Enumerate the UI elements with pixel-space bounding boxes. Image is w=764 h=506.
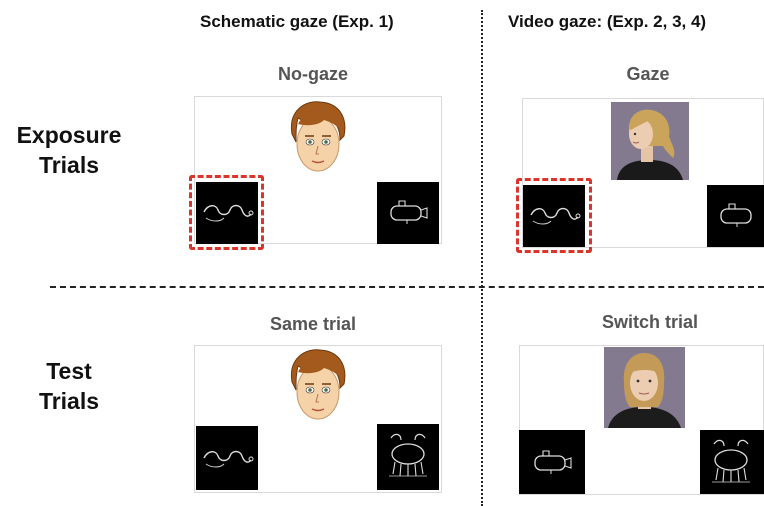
submarine-object-tile <box>377 182 439 244</box>
creature-object-tile <box>377 424 439 490</box>
panel-title-same-trial: Same trial <box>269 314 357 334</box>
submarine-object-tile <box>519 430 585 494</box>
column-header-video: Video gaze: (Exp. 2, 3, 4) <box>508 12 707 31</box>
submarine-object-tile <box>707 185 764 247</box>
cartoon-face-icon <box>286 100 350 178</box>
snake-object-tile <box>523 185 585 247</box>
cartoon-face-icon <box>286 348 350 426</box>
panel-title-gaze: Gaze <box>626 64 670 84</box>
highlight-box-no-gaze <box>189 175 264 250</box>
snake-object-tile <box>196 182 258 244</box>
row-header-exposure-line1: Exposure <box>16 122 122 148</box>
panel-title-switch-trial: Switch trial <box>601 312 699 332</box>
horizontal-separator <box>50 286 764 288</box>
vertical-separator <box>481 10 483 506</box>
row-header-exposure: Exposure Trials <box>10 120 128 180</box>
column-header-schematic: Schematic gaze (Exp. 1) <box>200 12 394 31</box>
snake-object-tile <box>196 426 258 490</box>
creature-object-tile <box>700 430 764 494</box>
row-header-exposure-line2: Trials <box>38 152 100 178</box>
woman-photo-facing-forward <box>604 347 685 428</box>
row-header-test-line2: Trials <box>38 388 100 414</box>
row-header-test: Test Trials <box>10 356 128 416</box>
highlight-box-gaze <box>516 178 592 253</box>
panel-title-no-gaze: No-gaze <box>277 64 348 84</box>
woman-photo-looking-left <box>611 102 689 180</box>
row-header-test-line1: Test <box>46 358 92 384</box>
